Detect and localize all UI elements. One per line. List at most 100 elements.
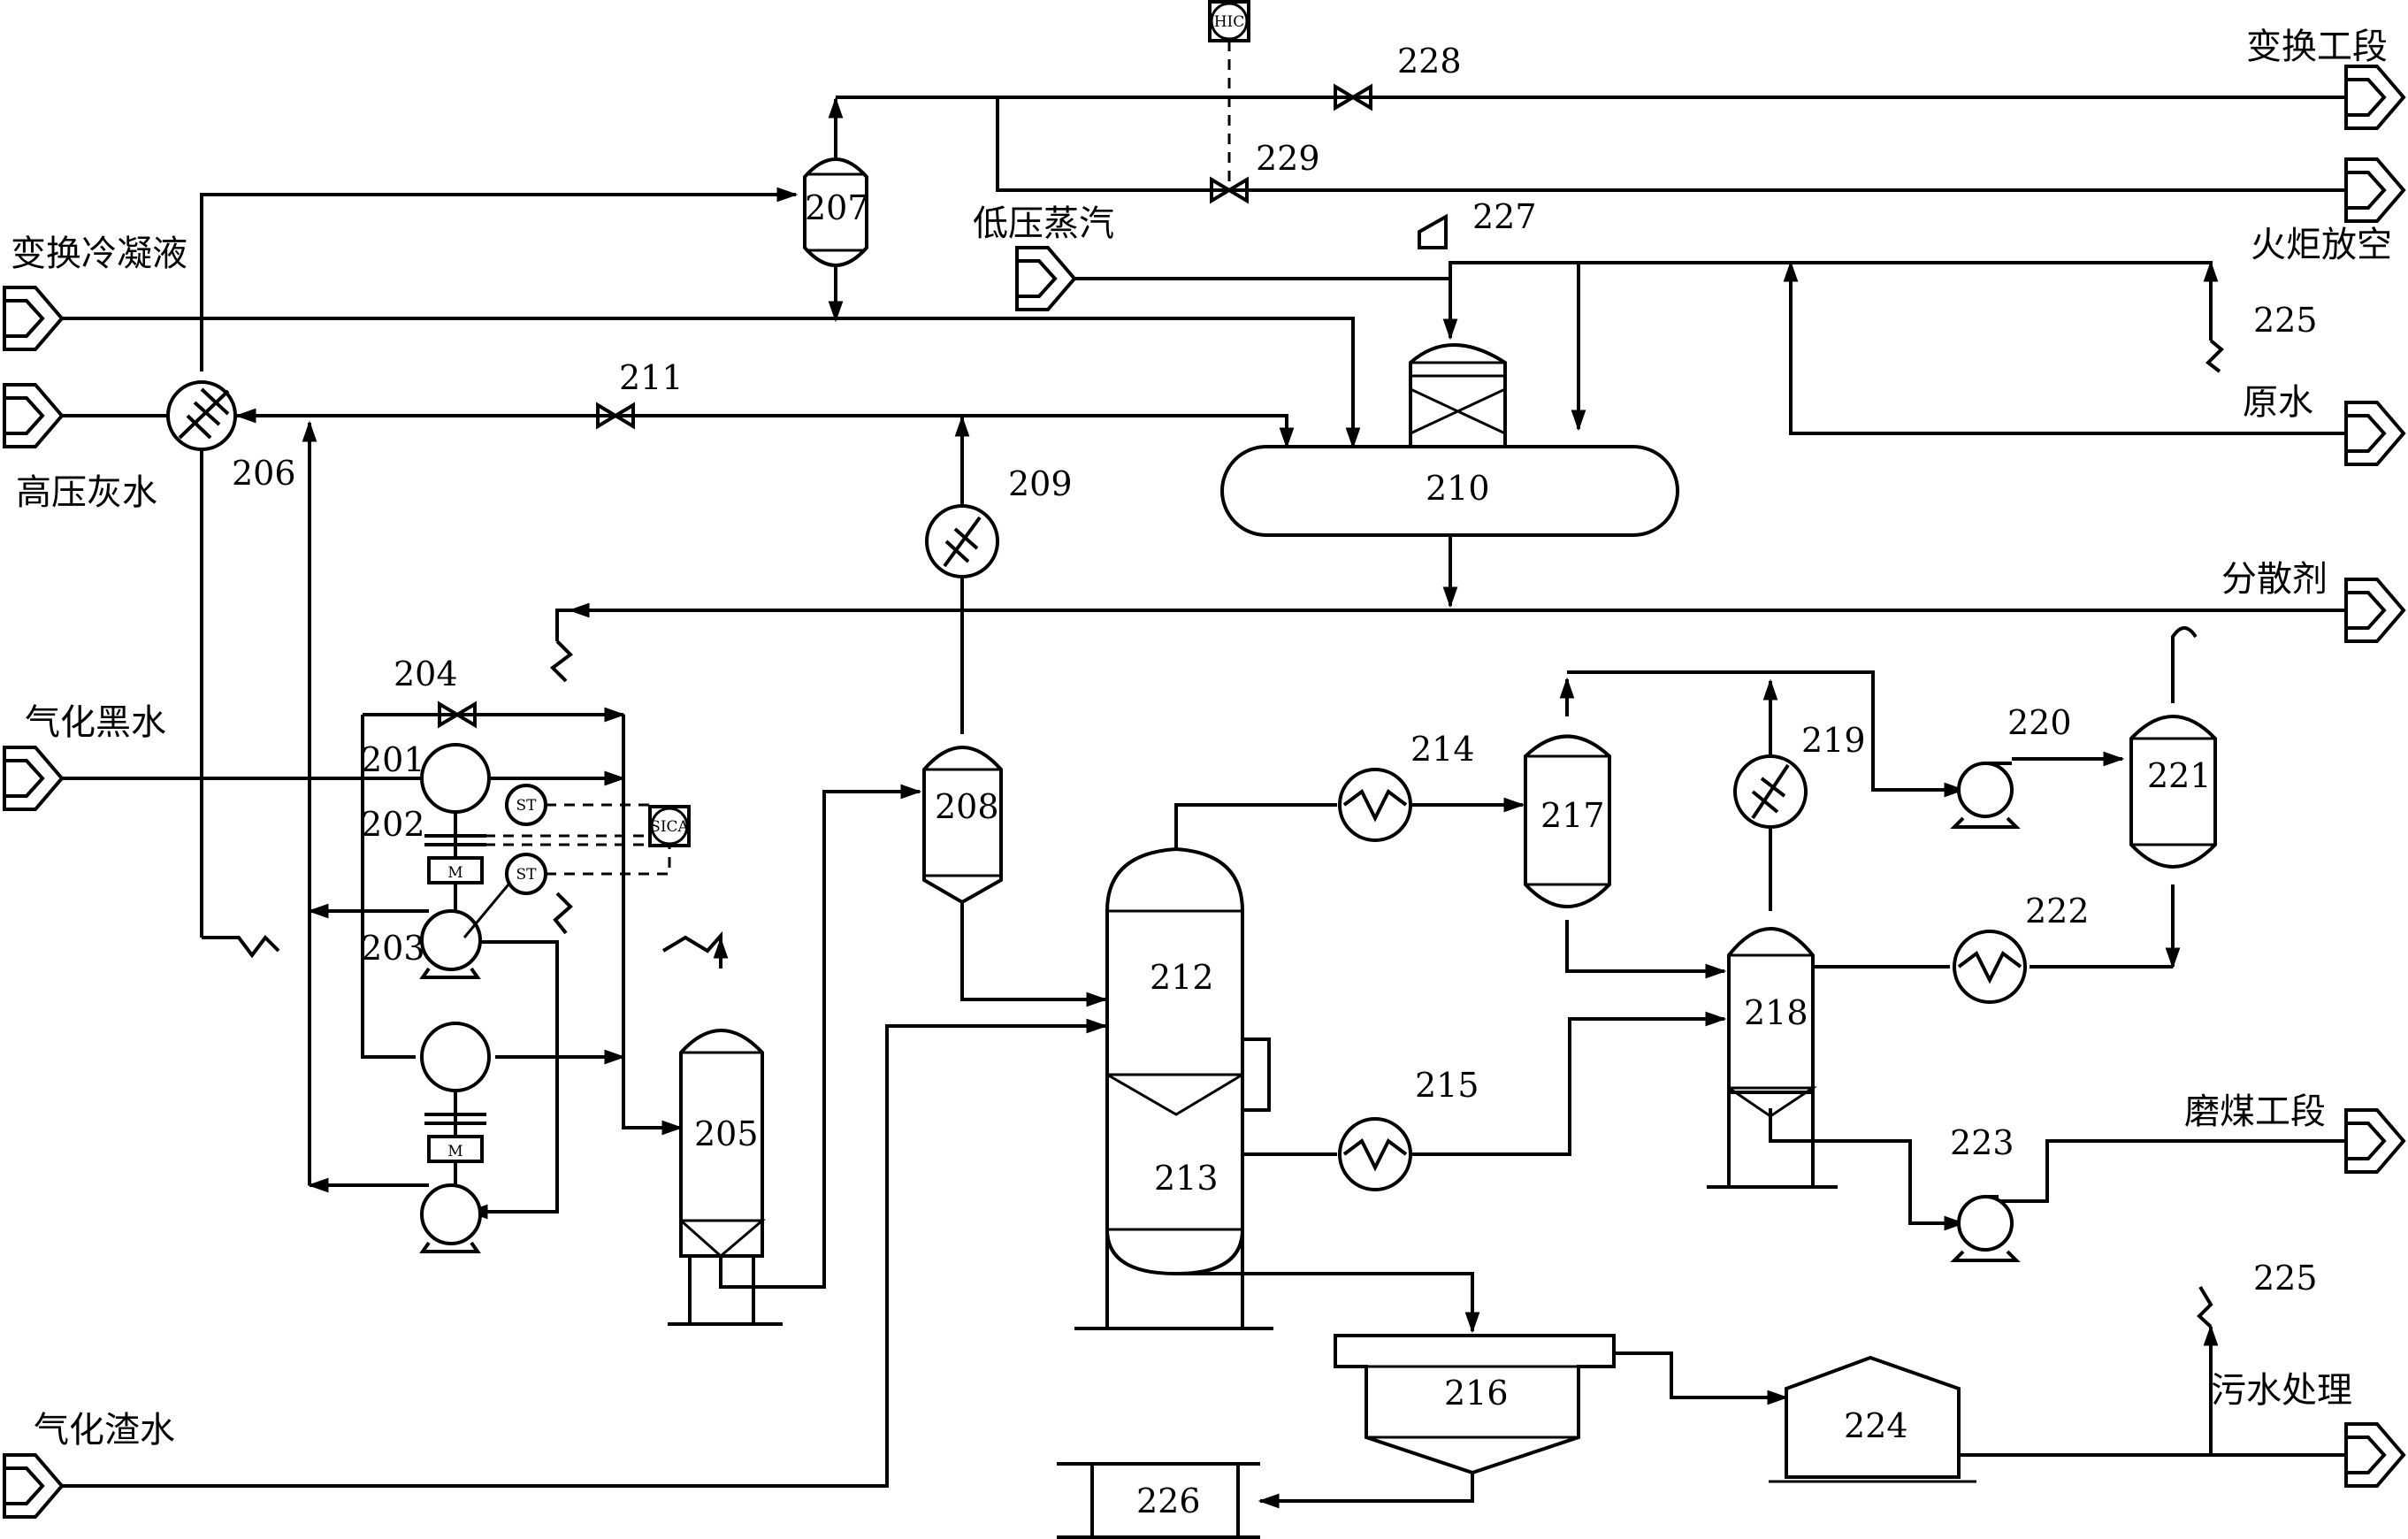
tag-205: 205 xyxy=(694,1114,759,1153)
hic-label: HIC xyxy=(1214,13,1245,31)
pump-lower-bottom xyxy=(420,1183,482,1245)
vent-206-drain xyxy=(202,934,280,959)
st-lower-label: ST xyxy=(516,866,538,884)
pump-203 xyxy=(420,909,482,971)
label-raw-water: 原水 xyxy=(2243,382,2313,423)
tag-225-bottom: 225 xyxy=(2253,1259,2318,1298)
column-218 xyxy=(1707,927,1838,1189)
heat-exchanger-206 xyxy=(166,380,237,451)
connector-raw-water-inlet xyxy=(2344,401,2406,466)
label-flare-vent: 火炬放空 xyxy=(2251,225,2392,265)
drum-217 xyxy=(1524,734,1611,908)
connector-shift-section-outlet xyxy=(2344,65,2406,130)
pump-set-upper: M xyxy=(363,743,491,979)
heat-exchanger-209 xyxy=(925,504,999,578)
tag-223: 223 xyxy=(1950,1123,2014,1162)
tag-218: 218 xyxy=(1744,993,1808,1032)
vent-dispersant xyxy=(549,639,574,683)
connector-wastewater-outlet xyxy=(2344,1422,2406,1488)
valve-204[interactable] xyxy=(438,701,477,729)
motor-upper xyxy=(427,856,484,884)
tag-221: 221 xyxy=(2147,756,2212,795)
tag-222: 222 xyxy=(2025,892,2090,930)
tag-211: 211 xyxy=(619,358,684,397)
tag-208: 208 xyxy=(935,787,999,826)
process-lines xyxy=(62,96,2346,1509)
vent-203 xyxy=(553,892,573,935)
heat-exchanger-214 xyxy=(1338,768,1412,842)
st-upper-label: ST xyxy=(516,797,538,815)
pump-223 xyxy=(1950,1195,2021,1262)
pump-220 xyxy=(1950,762,2021,829)
connector-dispersant-inlet xyxy=(2344,578,2406,643)
tag-201: 201 xyxy=(361,740,425,779)
drum-207 xyxy=(803,157,868,267)
tag-215: 215 xyxy=(1415,1066,1479,1105)
vent-225-top xyxy=(2205,339,2224,373)
valve-228[interactable] xyxy=(1334,83,1372,111)
tag-207: 207 xyxy=(805,188,869,227)
connector-coal-grinding-outlet xyxy=(2344,1108,2406,1174)
heat-exchanger-222 xyxy=(1953,930,2027,1004)
pump-lower-top xyxy=(420,1022,491,1092)
vessel-208 xyxy=(922,746,1003,905)
tag-226: 226 xyxy=(1136,1482,1201,1520)
label-wastewater: 污水处理 xyxy=(2211,1370,2352,1411)
tag-224: 224 xyxy=(1844,1406,1908,1445)
label-dispersant: 分散剂 xyxy=(2221,559,2328,600)
tag-202: 202 xyxy=(361,805,425,844)
tag-227: 227 xyxy=(1472,197,1537,236)
label-lp-steam: 低压蒸汽 xyxy=(973,203,1114,244)
vessel-221 xyxy=(2129,715,2217,869)
tag-204: 204 xyxy=(394,655,458,693)
connector-lp-steam-inlet xyxy=(1015,246,1077,311)
motor-lower xyxy=(427,1135,484,1163)
connector-black-water-inlet xyxy=(3,746,65,811)
valve-229[interactable] xyxy=(1210,176,1249,204)
tag-229: 229 xyxy=(1256,139,1320,178)
thickener-216 xyxy=(1334,1334,1616,1475)
tag-228: 228 xyxy=(1397,42,1462,80)
tag-213: 213 xyxy=(1154,1159,1219,1198)
line-to-flare-vent xyxy=(996,97,2346,192)
tag-210: 210 xyxy=(1426,469,1490,508)
label-hp-grey-water: 高压灰水 xyxy=(16,472,157,513)
tank-224 xyxy=(1769,1355,1976,1483)
tag-220: 220 xyxy=(2007,703,2072,742)
vent-221 xyxy=(2171,626,2198,703)
tag-225-top: 225 xyxy=(2253,301,2318,340)
speed-transmitters: ST ST SICA xyxy=(462,784,691,938)
tag-212: 212 xyxy=(1150,958,1214,997)
sica-label: SICA xyxy=(650,818,689,836)
valve-211[interactable] xyxy=(596,402,635,430)
column-205 xyxy=(668,1029,783,1326)
label-black-water: 气化黑水 xyxy=(25,702,166,743)
filter-226 xyxy=(1057,1462,1260,1539)
heat-exchanger-215 xyxy=(1338,1117,1412,1191)
connector-hp-grey-water-outlet xyxy=(3,383,65,448)
column-212-213 xyxy=(1074,846,1273,1330)
vent-205 xyxy=(661,930,729,969)
tag-214: 214 xyxy=(1410,730,1475,769)
motor-upper-label: M xyxy=(447,864,462,882)
tag-206: 206 xyxy=(232,454,296,493)
tag-203: 203 xyxy=(361,929,425,968)
connector-flare-vent-outlet xyxy=(2344,157,2406,223)
column-227 xyxy=(1409,213,1507,448)
hic-controller: HIC xyxy=(1208,0,1250,181)
heat-exchanger-219 xyxy=(1733,754,1808,829)
tag-209: 209 xyxy=(1008,464,1073,503)
tag-216: 216 xyxy=(1444,1374,1509,1413)
label-coal-grinding: 磨煤工段 xyxy=(2184,1091,2326,1132)
pump-201 xyxy=(420,743,491,814)
tag-217: 217 xyxy=(1540,796,1605,835)
tag-219: 219 xyxy=(1801,721,1866,760)
motor-lower-label: M xyxy=(447,1143,462,1160)
pump-set-lower: M xyxy=(419,1022,559,1253)
label-slag-water: 气化渣水 xyxy=(34,1410,175,1451)
label-shift-condensate: 变换冷凝液 xyxy=(11,234,187,274)
connector-slag-water-inlet xyxy=(3,1453,65,1519)
label-shift-section: 变换工段 xyxy=(2246,27,2388,67)
connector-shift-condensate-inlet xyxy=(3,286,65,351)
